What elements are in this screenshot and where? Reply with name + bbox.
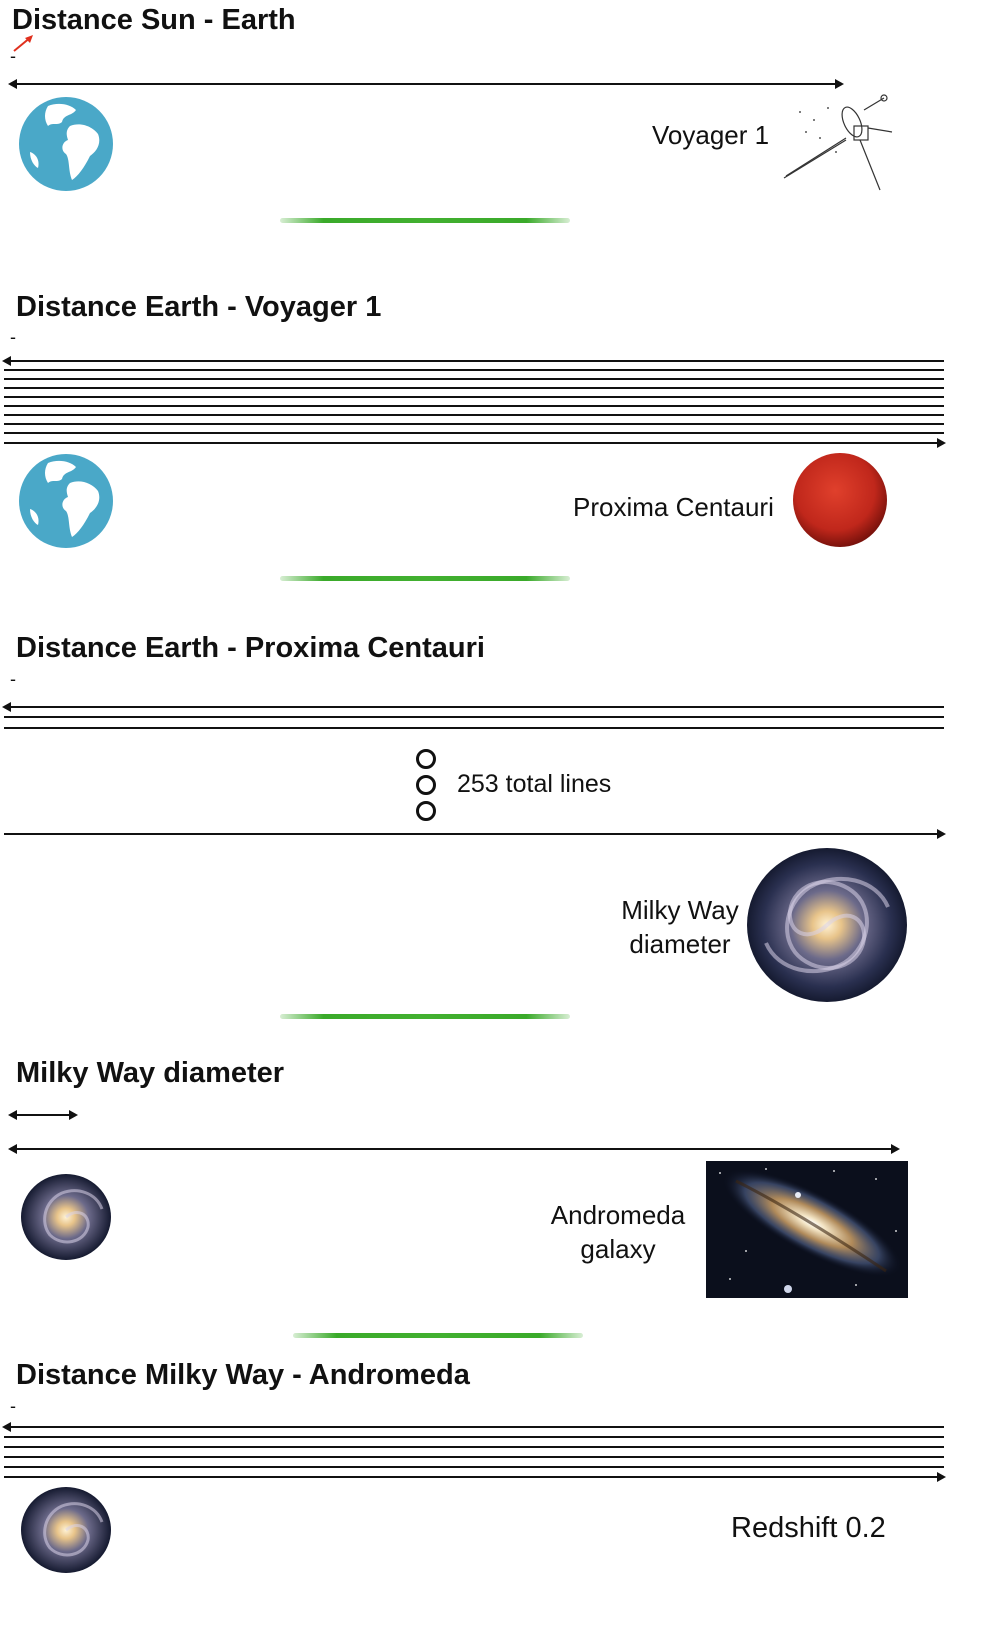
- milkyway-label: Milky Way diameter: [610, 893, 750, 961]
- scale-line: [4, 727, 944, 729]
- scale-line: [4, 414, 944, 416]
- scale-line: [4, 369, 944, 371]
- milky-way-galaxy-icon: [21, 1487, 111, 1573]
- proxima-label: Proxima Centauri: [573, 492, 774, 522]
- milky-way-galaxy-icon: [747, 848, 907, 1002]
- scale-line: [4, 378, 944, 380]
- double-arrow-scale: [8, 79, 844, 89]
- section-title-milky-way-diameter: Milky Way diameter: [16, 1057, 285, 1089]
- scale-line: [2, 356, 944, 366]
- andromeda-label-line2: galaxy: [580, 1234, 656, 1264]
- scale-line: [4, 423, 944, 425]
- redshift-label: Redshift 0.2: [731, 1512, 886, 1544]
- andromeda-label-line1: Andromeda: [550, 1200, 686, 1230]
- scale-line: [4, 829, 946, 839]
- scale-line: [4, 387, 944, 389]
- scale-line: [4, 1436, 944, 1438]
- section-title-sun-earth: Distance Sun - Earth: [12, 4, 296, 36]
- section-title-earth-voyager: Distance Earth - Voyager 1: [16, 291, 382, 323]
- voyager-spacecraft-icon: [783, 94, 893, 191]
- scale-line: [4, 396, 944, 398]
- scale-dash: -: [10, 669, 16, 689]
- scale-line: [2, 702, 944, 712]
- andromeda-galaxy-image: [706, 1161, 908, 1298]
- total-lines-note: 253 total lines: [457, 770, 612, 798]
- scale-dash: -: [10, 46, 16, 66]
- short-double-arrow-scale: [8, 1110, 78, 1120]
- scale-line: [4, 716, 944, 718]
- scale-dash: -: [10, 327, 16, 347]
- scale-line: [4, 405, 944, 407]
- double-arrow-scale: [8, 1144, 900, 1154]
- green-separator: [280, 1014, 570, 1019]
- scale-line: [4, 438, 946, 448]
- scale-line: [4, 432, 944, 434]
- voyager-label: Voyager 1: [652, 120, 770, 150]
- milkyway-label-line1: Milky Way: [621, 895, 739, 925]
- andromeda-label: Andromeda galaxy: [540, 1198, 696, 1266]
- scale-line: [4, 1456, 944, 1458]
- proxima-star-icon: [793, 453, 887, 547]
- milky-way-galaxy-icon: [21, 1174, 111, 1260]
- green-separator: [293, 1333, 583, 1338]
- section-title-earth-proxima: Distance Earth - Proxima Centauri: [16, 632, 485, 664]
- earth-icon: [19, 454, 113, 548]
- red-arrow-icon: [13, 35, 33, 52]
- green-separator: [280, 218, 570, 223]
- scale-line: [4, 1446, 944, 1448]
- section-title-milkyway-andromeda: Distance Milky Way - Andromeda: [16, 1359, 470, 1391]
- ellipsis-circles-icon: [416, 749, 436, 821]
- green-separator: [280, 576, 570, 581]
- scale-line: [4, 1466, 944, 1468]
- scale-dash: -: [10, 1396, 16, 1416]
- milkyway-label-line2: diameter: [629, 929, 731, 959]
- earth-icon: [19, 97, 113, 191]
- scale-line: [2, 1422, 944, 1432]
- scale-line: [4, 1472, 946, 1482]
